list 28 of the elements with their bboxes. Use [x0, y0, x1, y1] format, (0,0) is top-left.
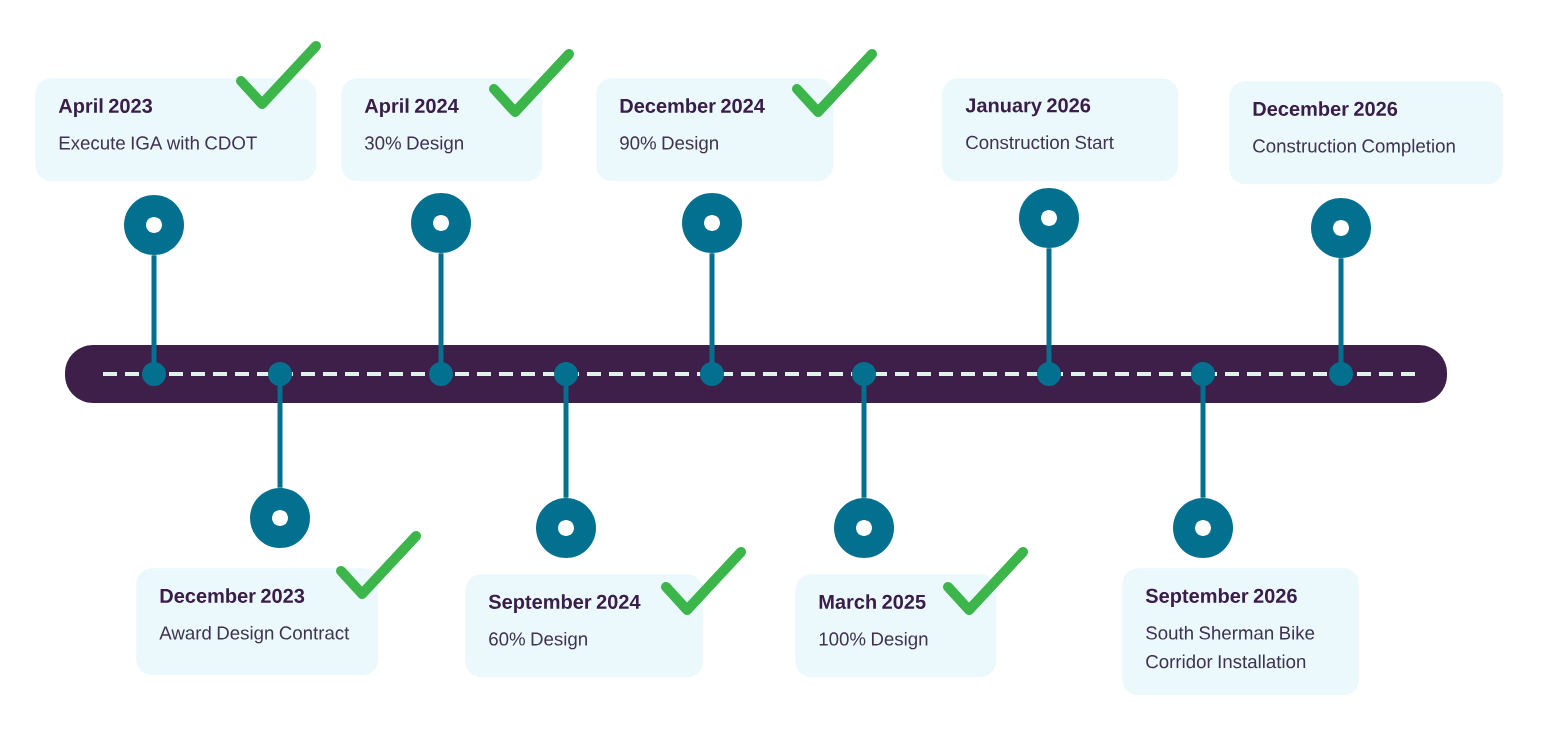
pin-circle	[834, 498, 894, 558]
pin-stem	[1191, 362, 1215, 498]
pin-stem	[1037, 248, 1061, 386]
pin-stem	[852, 362, 876, 498]
pin-circle	[1311, 198, 1371, 258]
pin-stem	[1329, 258, 1353, 386]
pin-circle	[124, 195, 184, 255]
pin-stem	[700, 253, 724, 386]
milestone-card: March 2025 100% Design	[795, 574, 997, 678]
pin-circle	[1019, 188, 1079, 248]
pin-stem	[554, 362, 578, 498]
pin-circle	[411, 193, 471, 253]
milestone-card: April 2024 30% Design	[341, 78, 543, 182]
milestone-card: January 2026 Construction Start	[942, 78, 1179, 182]
milestone-card: December 2024 90% Design	[596, 78, 834, 182]
pin-circle	[536, 498, 596, 558]
timeline-bar	[65, 345, 1447, 403]
milestone-card: December 2026 Construction Completion	[1229, 81, 1504, 185]
pin-circle	[1173, 498, 1233, 558]
milestone-card: September 2024 60% Design	[465, 574, 704, 678]
pin-stem	[142, 255, 166, 386]
milestone-card: April 2023 Execute IGA with CDOT	[35, 78, 317, 182]
milestone-card: December 2023 Award Design Contract	[136, 568, 379, 676]
pin-circle	[250, 488, 310, 548]
pin-stem	[429, 253, 453, 386]
milestone-card: September 2026 South Sherman Bike Corridor Installation	[1122, 568, 1360, 696]
pin-circle	[682, 193, 742, 253]
pin-stem	[268, 362, 292, 488]
